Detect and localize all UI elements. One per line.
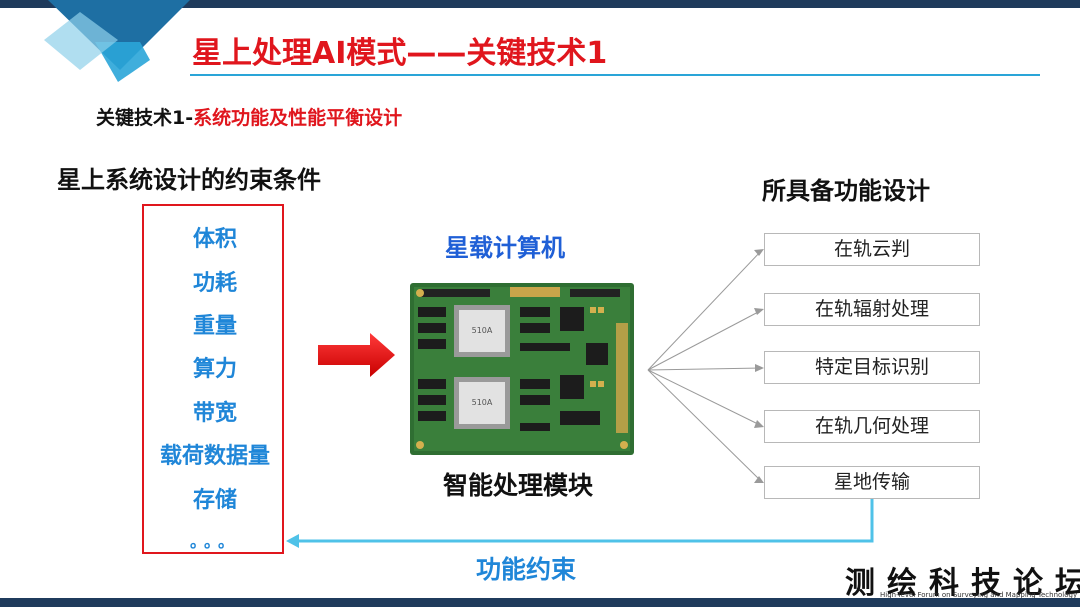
bottom-bar bbox=[0, 598, 1080, 607]
computer-label: 星载计算机 bbox=[445, 234, 565, 262]
constraint-item: 功耗 bbox=[192, 271, 237, 296]
constraint-item: 载荷数据量 bbox=[159, 444, 270, 469]
top-bar bbox=[0, 0, 1080, 8]
circuit-board-image: 510A 510A bbox=[410, 283, 634, 455]
constraint-item: 重量 bbox=[192, 314, 237, 339]
constraint-item: 带宽 bbox=[192, 401, 237, 426]
page-subtitle: 关键技术1-系统功能及性能平衡设计 bbox=[96, 103, 402, 130]
processor-chip: 510A bbox=[454, 377, 510, 429]
constraints-box: 体积 功耗 重量 算力 带宽 载荷数据量 存储 。。。 bbox=[142, 204, 284, 554]
red-arrow-icon bbox=[318, 333, 395, 377]
function-box: 在轨辐射处理 bbox=[764, 293, 980, 326]
function-box: 特定目标识别 bbox=[764, 351, 980, 384]
constraint-item: 存储 bbox=[192, 488, 237, 513]
functions-heading: 所具备功能设计 bbox=[762, 177, 930, 205]
function-box: 星地传输 bbox=[764, 466, 980, 499]
function-box: 在轨云判 bbox=[764, 233, 980, 266]
processor-chip: 510A bbox=[454, 305, 510, 357]
function-box: 在轨几何处理 bbox=[764, 410, 980, 443]
constraint-item: 算力 bbox=[192, 357, 237, 382]
constraint-item: 体积 bbox=[192, 227, 237, 252]
constraint-ellipsis: 。。。 bbox=[189, 532, 240, 551]
module-label: 智能处理模块 bbox=[443, 471, 594, 500]
feedback-label: 功能约束 bbox=[476, 555, 577, 584]
chip-label: 510A bbox=[472, 326, 493, 335]
subtitle-highlight: 系统功能及性能平衡设计 bbox=[193, 107, 403, 129]
watermark-subtitle: High-level Forum on Surveying and Mappin… bbox=[880, 591, 1078, 599]
subtitle-prefix: 关键技术1- bbox=[96, 107, 194, 129]
chip-label: 510A bbox=[472, 398, 493, 407]
title-underline bbox=[190, 74, 1040, 76]
page-title: 星上处理AI模式——关键技术1 bbox=[192, 36, 608, 71]
constraints-heading: 星上系统设计的约束条件 bbox=[57, 166, 321, 194]
watermark-logo: 测绘科技论坛 bbox=[845, 566, 1080, 601]
